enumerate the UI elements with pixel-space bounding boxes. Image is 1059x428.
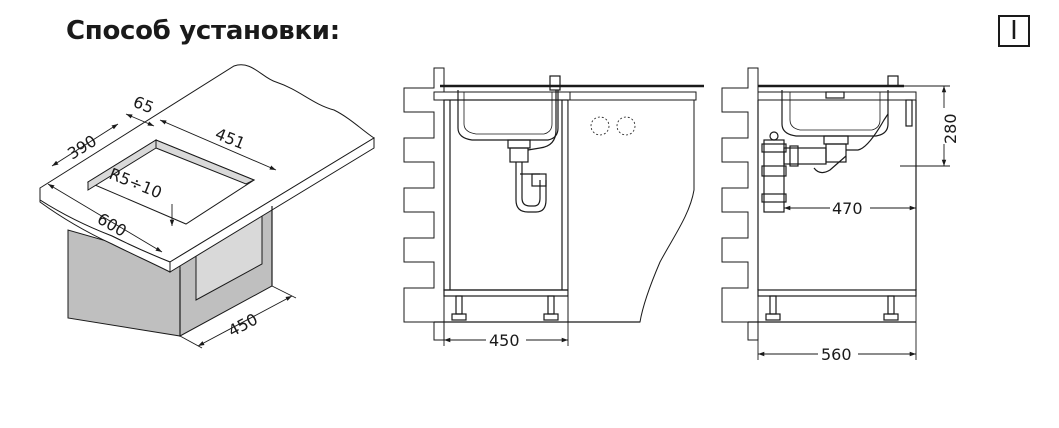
brick-wall	[403, 67, 445, 341]
dim-450-iso-label: 450	[225, 309, 261, 340]
front-leg-right	[547, 295, 555, 315]
installation-type-badge: I	[998, 15, 1030, 47]
front-countertop	[433, 91, 571, 101]
front-drain	[507, 139, 531, 149]
outlet-left	[590, 116, 610, 136]
page-title: Способ установки:	[66, 16, 340, 46]
side-cabinet-base	[757, 289, 917, 297]
dim-560-label: 560	[821, 345, 852, 364]
dim-450-front-label: 450	[489, 331, 520, 350]
side-installation-view: 280 470 560	[721, 67, 960, 364]
front-leg-left	[455, 295, 463, 315]
side-overflow-hose	[813, 155, 847, 174]
side-drain	[823, 135, 849, 145]
dim-470-label: 470	[832, 199, 863, 218]
front-back-wall	[567, 99, 695, 323]
front-installation-view: 450	[403, 67, 704, 350]
outlet-right	[616, 116, 636, 136]
countertop-side-edge	[169, 137, 375, 273]
side-leg-left	[769, 295, 777, 315]
dim-280-label: 280	[941, 113, 960, 144]
front-siphon	[515, 162, 547, 213]
dim-65-label: 65	[131, 92, 157, 117]
side-leg-right	[887, 295, 895, 315]
front-cabinet	[443, 99, 569, 291]
side-brick-wall	[721, 67, 759, 341]
isometric-cutout-view: 65 390 451 R5÷10 600 450	[39, 64, 375, 349]
